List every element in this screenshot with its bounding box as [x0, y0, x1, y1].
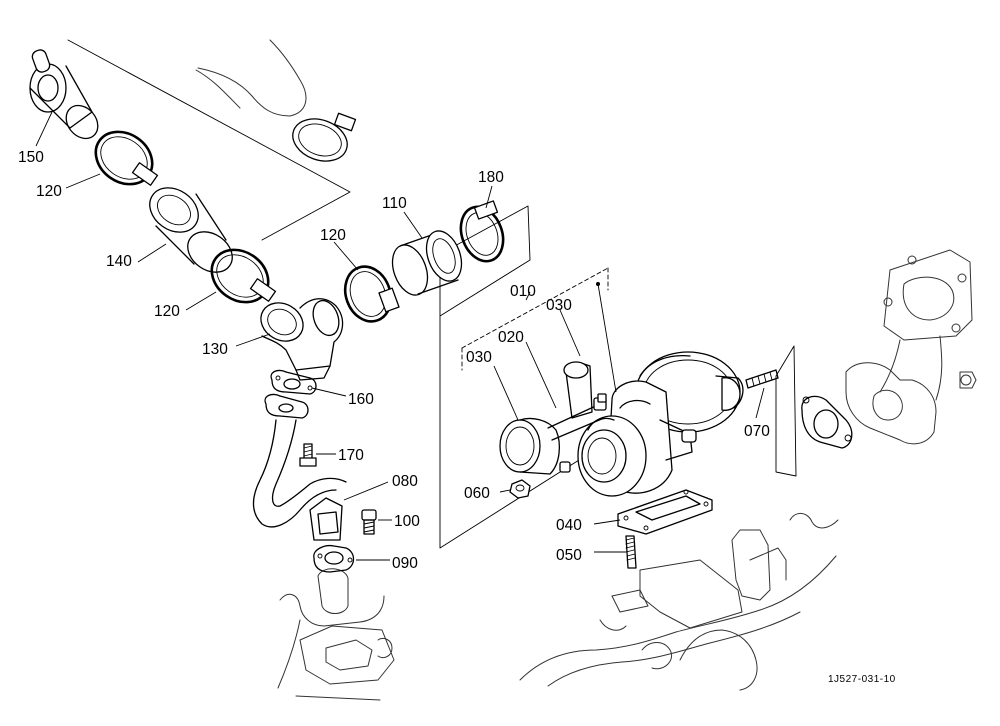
part-140-rubber-hose [149, 187, 233, 273]
part-070-stud [745, 369, 779, 389]
callout-180: 180 [478, 169, 504, 186]
part-050-stud [625, 535, 637, 569]
background-engine-outline [195, 39, 977, 701]
part-100-bolt [361, 509, 377, 535]
background-clamp [292, 112, 357, 162]
part-040-gasket [617, 489, 713, 535]
callout-120-right: 120 [320, 227, 346, 244]
callout-060: 060 [464, 485, 490, 502]
callout-030-upper: 030 [546, 297, 572, 314]
leader-lines [35, 111, 765, 561]
part-060-nut [509, 479, 531, 499]
callout-labels: 150 120 140 120 130 120 110 180 010 030 … [18, 149, 896, 685]
callout-090: 090 [392, 555, 418, 572]
callout-010: 010 [510, 283, 536, 300]
callout-030-left: 030 [466, 349, 492, 366]
part-080-oil-pipe [252, 393, 347, 541]
callout-070: 070 [744, 423, 770, 440]
callout-170: 170 [338, 447, 364, 464]
callout-020: 020 [498, 329, 524, 346]
callout-100: 100 [394, 513, 420, 530]
part-170-bolt [299, 443, 317, 467]
callout-040: 040 [556, 517, 582, 534]
callout-150: 150 [18, 149, 44, 166]
exhaust-flange-gasket [801, 395, 853, 449]
group-frames [67, 39, 797, 549]
part-120-hose-clamp-middle [210, 248, 277, 304]
callout-120-middle: 120 [154, 303, 180, 320]
callout-140: 140 [106, 253, 132, 270]
callout-120-upper: 120 [36, 183, 62, 200]
part-130-elbow-pipe [260, 298, 344, 381]
callout-080: 080 [392, 473, 418, 490]
callout-050: 050 [556, 547, 582, 564]
part-120-hose-clamp-upper [94, 130, 159, 186]
part-120-hose-clamp-right [343, 265, 400, 323]
drawing-reference-code: 1J527-031-10 [828, 674, 896, 685]
part-150-inlet-pipe [29, 49, 99, 140]
callout-130: 130 [202, 341, 228, 358]
part-160-gasket [270, 369, 317, 395]
part-010-turbocharger [499, 351, 744, 497]
callout-160: 160 [348, 391, 374, 408]
part-180-hose-clamp [459, 200, 505, 263]
part-110-rubber-hose [391, 230, 463, 296]
part-090-gasket [313, 544, 355, 573]
callout-110: 110 [382, 195, 407, 212]
